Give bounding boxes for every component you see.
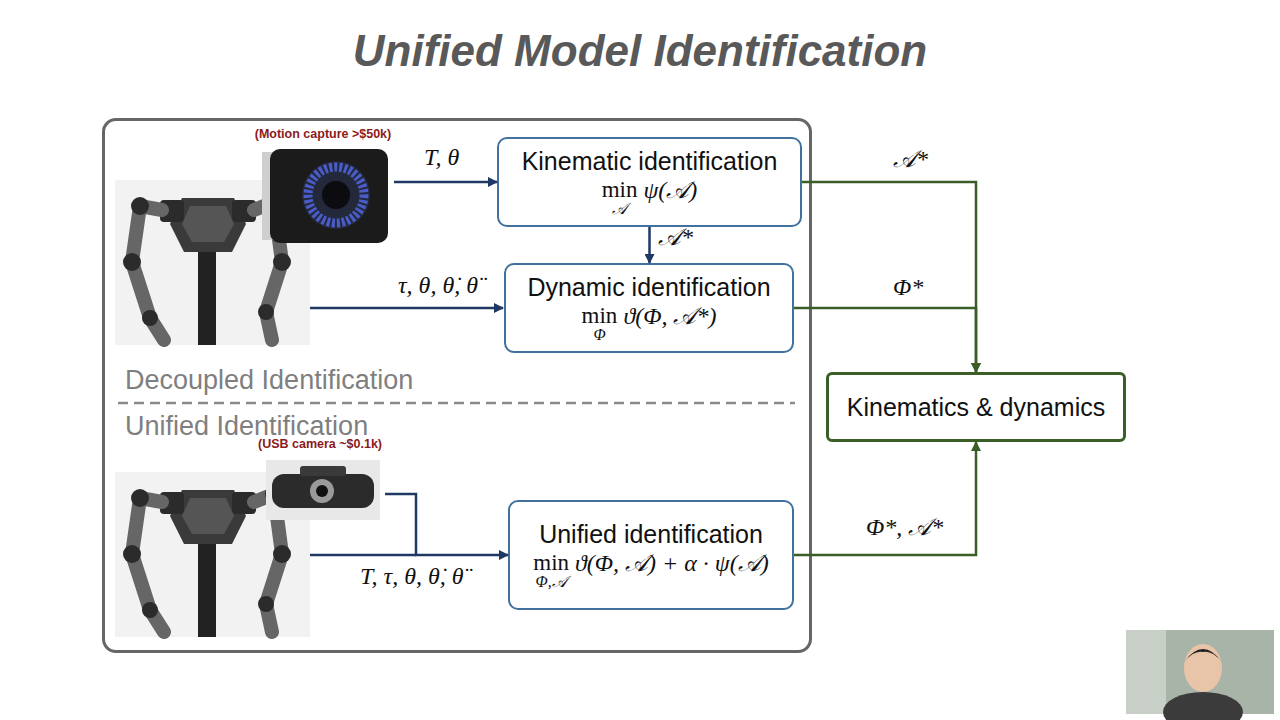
- process-box: Dynamic identificationminΦϑ(Φ, 𝒜*): [504, 263, 794, 353]
- flow-arrow: [385, 494, 508, 555]
- section-heading: Decoupled Identification: [125, 365, 413, 396]
- camera-lens: [322, 181, 350, 209]
- signal-label: τ, θ, θ̇, θ̈: [398, 272, 478, 299]
- edge-label: Φ*, 𝒜*: [866, 514, 943, 541]
- objective-expr: ϑ(Φ, 𝒜*): [623, 304, 716, 328]
- min-subscript: Φ,𝒜: [536, 574, 567, 590]
- min-operator: min𝒜: [602, 178, 638, 217]
- presenter-hair: [1184, 649, 1222, 662]
- flow-arrow: [802, 182, 976, 372]
- robot-data-arrow: [310, 307, 503, 310]
- formula-row: minΦ,𝒜ϑ(Φ, 𝒜) + α · ψ(𝒜): [533, 551, 769, 590]
- edge-label: 𝒜*: [658, 224, 693, 251]
- price-caption: (USB camera ~$0.1k): [258, 437, 382, 451]
- objective-expr: ψ(𝒜): [643, 178, 697, 202]
- camera-lens-ring: [310, 479, 334, 503]
- min-word: min: [602, 178, 638, 201]
- presenter-shirt: [1163, 692, 1243, 720]
- presenter-face: [1184, 644, 1222, 692]
- camera-photo-bg: [266, 460, 380, 520]
- presenter-webcam: [1126, 630, 1274, 720]
- camera-body: [272, 474, 374, 508]
- flow-arrow: [794, 308, 976, 372]
- section-divider: [118, 402, 795, 405]
- flow-arrow: [794, 442, 976, 555]
- slide-title: Unified Model Identification: [0, 26, 1280, 76]
- process-box: Unified identificationminΦ,𝒜ϑ(Φ, 𝒜) + α …: [508, 500, 794, 610]
- edge-label: T, θ: [424, 144, 459, 171]
- min-operator: minΦ,𝒜: [533, 551, 569, 590]
- camera-node: (USB camera ~$0.1k): [255, 437, 385, 525]
- price-caption: (Motion capture >$50k): [255, 127, 392, 141]
- edge-label: T, τ, θ, θ̇, θ̈: [360, 563, 464, 590]
- flow-arrow: [648, 227, 651, 263]
- output-box: Kinematics & dynamics: [826, 372, 1126, 442]
- formula-row: minΦϑ(Φ, 𝒜*): [582, 304, 717, 343]
- min-subscript: 𝒜: [612, 201, 627, 217]
- process-box: Kinematic identificationmin𝒜ψ(𝒜): [497, 137, 802, 227]
- box-title: Dynamic identification: [527, 273, 770, 302]
- robot-data-line: [310, 554, 416, 557]
- flow-arrow: [394, 181, 497, 184]
- box-title: Kinematic identification: [522, 147, 778, 176]
- edge-label: Φ*: [893, 274, 923, 301]
- webcam-wall: [1126, 630, 1166, 714]
- formula-row: min𝒜ψ(𝒜): [602, 178, 698, 217]
- box-label: Kinematics & dynamics: [847, 393, 1105, 422]
- camera-lens-ring: [302, 161, 370, 229]
- mocap-camera: [262, 149, 388, 243]
- camera-body: [270, 149, 388, 243]
- box-title: Unified identification: [539, 520, 763, 549]
- camera-lens: [316, 485, 328, 497]
- min-word: min: [533, 551, 569, 574]
- min-word: min: [582, 304, 618, 327]
- camera-node: (Motion capture >$50k): [252, 127, 394, 245]
- camera-leds: [308, 167, 364, 223]
- min-subscript: Φ: [593, 327, 605, 343]
- camera-clip: [300, 466, 346, 476]
- objective-expr: ϑ(Φ, 𝒜) + α · ψ(𝒜): [575, 551, 769, 575]
- usb-camera: [266, 460, 380, 520]
- edge-label: 𝒜*: [893, 146, 928, 173]
- min-operator: minΦ: [582, 304, 618, 343]
